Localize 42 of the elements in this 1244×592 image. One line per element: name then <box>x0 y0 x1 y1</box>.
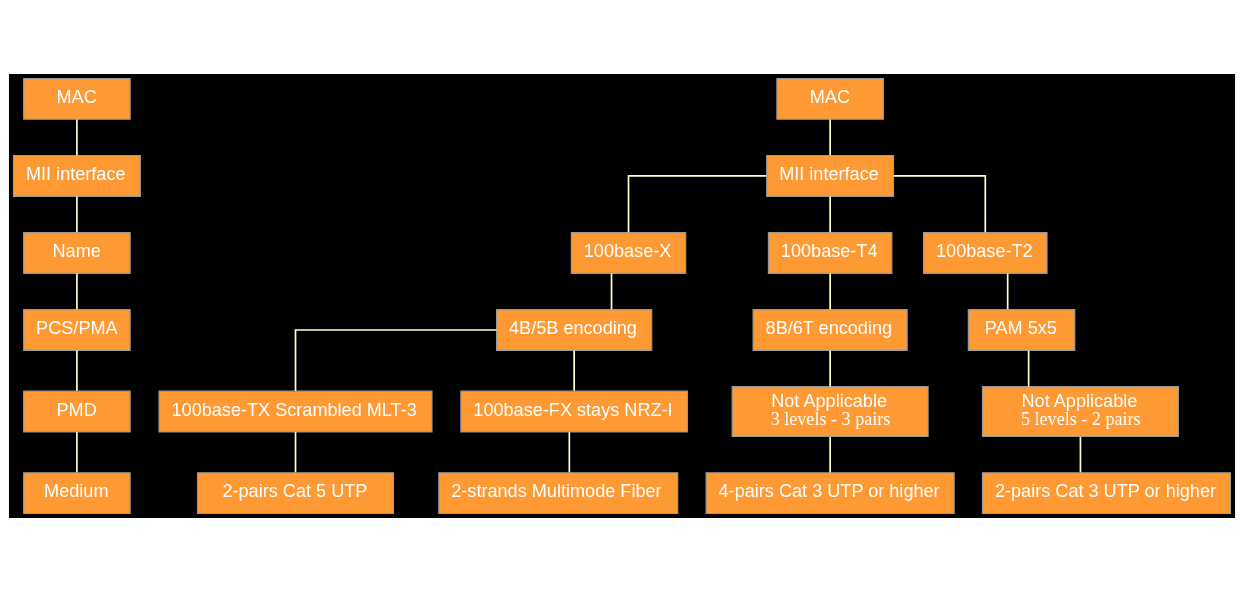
connector <box>1027 349 1030 388</box>
connector <box>76 118 78 157</box>
connector <box>892 175 987 234</box>
connector <box>573 349 575 392</box>
connector <box>829 195 831 234</box>
node-box: 100base-TX Scrambled MLT-3 <box>158 390 433 433</box>
connector <box>829 118 831 157</box>
node-box: MII interface <box>12 155 141 197</box>
node-box: 100base-T4 <box>767 232 893 274</box>
node-box: Name <box>23 232 131 274</box>
connector <box>1006 272 1009 311</box>
connector <box>568 431 571 474</box>
node-box: MAC <box>776 77 884 120</box>
connector <box>76 431 78 474</box>
connector <box>610 272 613 311</box>
node-box: Not Applicable 3 levels - 3 pairs <box>731 386 929 437</box>
connector <box>829 436 831 474</box>
node-box: 4B/5B encoding <box>496 309 653 351</box>
connector <box>627 175 768 234</box>
node-box: 2-pairs Cat 5 UTP <box>196 472 395 515</box>
connector <box>829 349 831 388</box>
node-box: PCS/PMA <box>23 309 131 351</box>
node-box: Medium <box>23 472 131 515</box>
connector <box>829 272 831 311</box>
node-box: 8B/6T encoding <box>752 309 908 351</box>
connector <box>294 431 297 474</box>
node-box: 4-pairs Cat 3 UTP or higher <box>705 472 955 515</box>
node-box: Not Applicable 5 levels - 2 pairs <box>981 386 1179 437</box>
connector <box>1079 436 1082 474</box>
node-box: 100base-FX stays NRZ-I <box>460 390 688 433</box>
node-box: PAM 5x5 <box>967 309 1076 351</box>
connector <box>76 272 78 311</box>
connector <box>76 349 78 392</box>
node-box: 100base-T2 <box>923 232 1048 274</box>
node-box: MII interface <box>766 155 895 197</box>
connector <box>294 329 498 392</box>
connector <box>76 195 78 234</box>
node-box: MAC <box>23 77 131 120</box>
node-box: PMD <box>23 390 131 433</box>
node-box: 2-pairs Cat 3 UTP or higher <box>981 472 1232 515</box>
node-box: 100base-X <box>570 232 687 274</box>
node-box: 2-strands Multimode Fiber <box>438 472 679 515</box>
